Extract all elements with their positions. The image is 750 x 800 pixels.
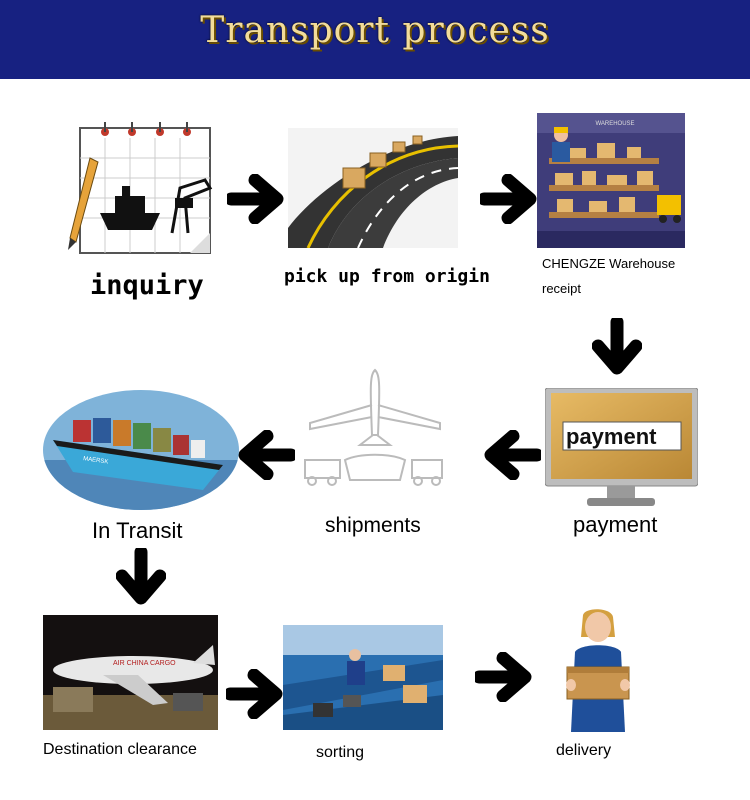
- header-banner: [0, 0, 750, 79]
- payment-monitor-image: [545, 388, 698, 513]
- clearance-image: AIR CHINA CARGO: [43, 615, 218, 730]
- pickup-label: pick up from origin: [284, 266, 490, 287]
- warehouse-label-line2: receipt: [542, 281, 582, 296]
- shipments-label: shipments: [325, 514, 421, 537]
- inquiry-image: [60, 118, 220, 268]
- sorting-image: [283, 625, 443, 730]
- arrow-right-icon: [477, 173, 538, 228]
- in-transit-image: MAERSK: [43, 390, 239, 510]
- arrow-right-icon: [224, 173, 285, 228]
- plane-name: AIR CHINA CARGO: [113, 660, 176, 667]
- arrow-right-icon: [223, 668, 284, 723]
- shipments-image: [300, 365, 450, 495]
- payment-screen-text: payment: [566, 424, 657, 449]
- arrow-right-icon: [472, 651, 533, 706]
- warehouse-sign: WAREHOUSE: [595, 121, 634, 127]
- warehouse-label-line1: CHENGZE Warehouse: [542, 256, 676, 271]
- delivery-label: delivery: [556, 742, 612, 759]
- arrow-left-icon: [237, 429, 298, 484]
- sorting-label: sorting: [316, 744, 365, 761]
- in-transit-label: In Transit: [92, 518, 183, 543]
- warehouse-image: WAREHOUSE: [537, 113, 685, 248]
- arrow-down-icon: [115, 545, 167, 610]
- page-title: Transport process: [200, 10, 550, 51]
- pickup-image: [288, 128, 458, 248]
- delivery-image: [555, 607, 640, 732]
- payment-label: payment: [573, 512, 658, 537]
- arrow-left-icon: [483, 429, 544, 484]
- ship-name: MAERSK: [83, 456, 109, 465]
- arrow-down-icon: [591, 315, 643, 380]
- clearance-label: Destination clearance: [43, 741, 197, 758]
- inquiry-label: inquiry: [90, 270, 204, 301]
